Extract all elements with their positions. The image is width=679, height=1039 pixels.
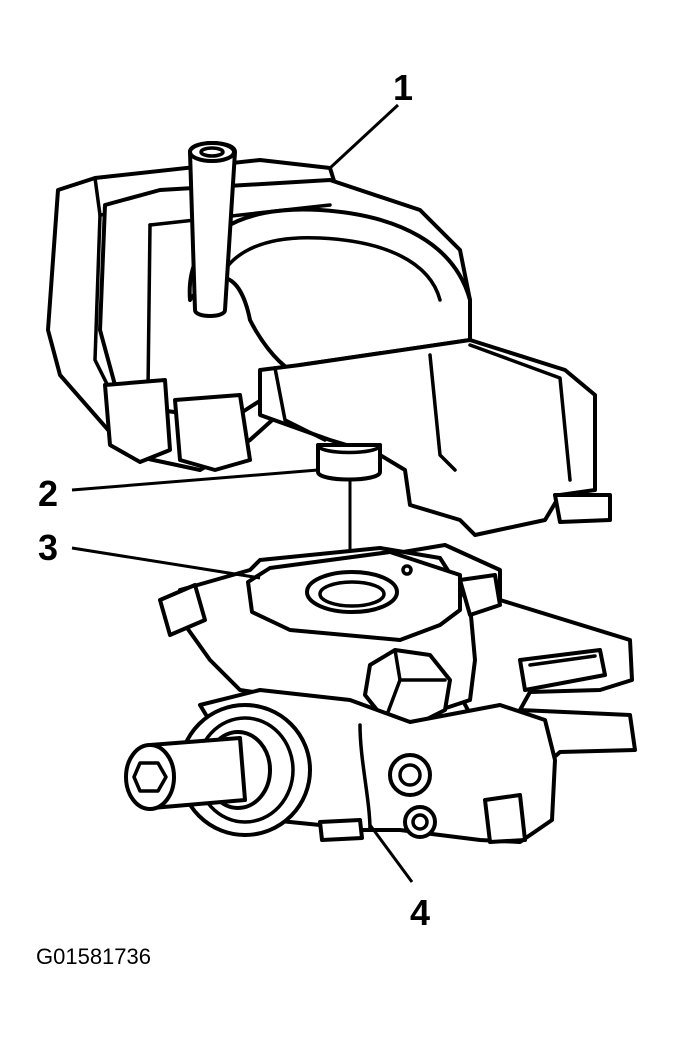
- callout-leaders: [71, 103, 414, 883]
- callout-2: 2: [38, 473, 58, 514]
- leader-4: [368, 824, 414, 883]
- figure-id: G01581736: [36, 944, 151, 969]
- leader-3: [71, 546, 261, 580]
- callout-1: 1: [393, 67, 413, 108]
- leader-2: [71, 468, 319, 492]
- power-steering-pump: [124, 543, 637, 844]
- callout-3: 3: [38, 527, 58, 568]
- reservoir: [46, 141, 612, 537]
- callout-4: 4: [410, 892, 430, 933]
- leader-1: [328, 103, 400, 170]
